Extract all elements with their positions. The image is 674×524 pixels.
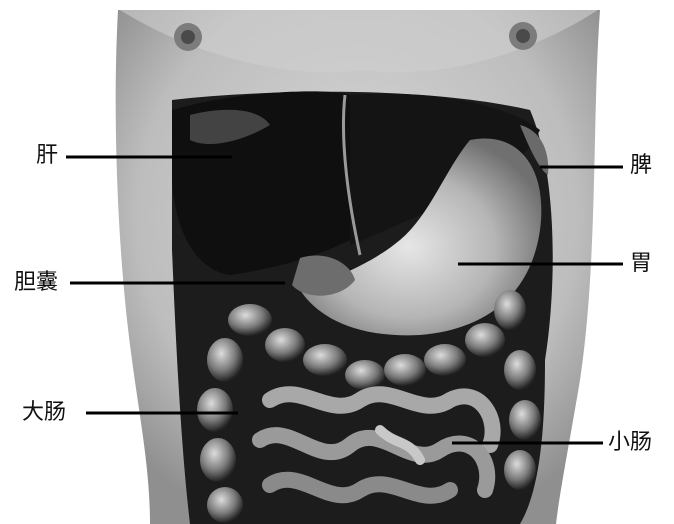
label-stomach: 胃 xyxy=(630,253,652,275)
label-gallbladder: 胆囊 xyxy=(14,272,58,294)
label-spleen: 脾 xyxy=(630,155,652,177)
label-large-intestine: 大肠 xyxy=(22,402,66,424)
label-liver: 肝 xyxy=(36,145,58,167)
label-small-intestine: 小肠 xyxy=(608,432,652,454)
